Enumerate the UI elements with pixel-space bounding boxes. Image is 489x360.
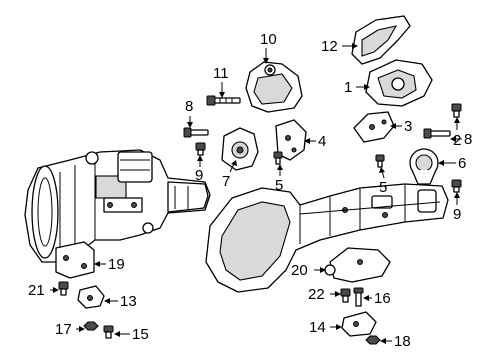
callout-1: 1 (344, 79, 352, 96)
part-9-bolt-right (451, 179, 462, 193)
callout-13: 13 (120, 293, 137, 310)
leader-lines (50, 43, 462, 344)
callout-16: 16 (374, 290, 391, 307)
callout-4: 4 (318, 133, 326, 150)
part-15-bolt (103, 325, 114, 339)
callout-8b: 8 (464, 131, 472, 148)
callout-17: 17 (55, 321, 72, 338)
callout-5-right: 5 (379, 179, 387, 196)
callout-7: 7 (222, 173, 230, 190)
duplicate-callouts: 7 7 7 7 7 7 7 8 9 9 9 (185, 98, 461, 223)
callout-20: 20 (291, 262, 308, 279)
part-9-bolt-left (195, 142, 206, 156)
part-3-bracket (353, 111, 395, 143)
callout-2: 2 (453, 132, 461, 149)
callout-6: 6 (458, 155, 466, 172)
part-19-plate (55, 241, 95, 279)
engine-block-part (24, 149, 211, 263)
part-13-bracket (77, 285, 105, 309)
callout-labels: 10 11 12 1 2 3 8 8 6 9 9 9 9 9 9 9 4 5 5… (28, 31, 472, 350)
callout-12: 12 (321, 38, 338, 55)
part-18-nut (365, 335, 381, 345)
part-5-bolt-right (375, 154, 385, 168)
transmission-part (205, 183, 449, 293)
callout-3: 3 (404, 118, 412, 135)
part-1-mount (365, 59, 433, 107)
part-6-mount (409, 148, 439, 185)
part-12-heat-shield (351, 15, 411, 65)
callout-5-center: 5 (275, 177, 283, 194)
part-11-bolt (206, 95, 241, 106)
part-16-bolt (353, 287, 364, 307)
part-20-bracket (324, 247, 391, 283)
part-21-bolt (58, 281, 69, 296)
callout-15: 15 (132, 326, 149, 343)
callout-19: 19 (108, 256, 125, 273)
callout-11: 11 (213, 65, 229, 82)
callout-9a: 9 (195, 167, 203, 184)
callout-18: 18 (394, 333, 411, 350)
part-14-bracket (341, 311, 377, 337)
callout-10: 10 (260, 31, 277, 48)
part-10-engine-mount (245, 61, 303, 113)
part-5-bolt-center (273, 151, 283, 165)
part-7-insulator (221, 127, 259, 171)
callout-8-main: 8 (185, 98, 193, 115)
part-8-bolt-right (423, 128, 451, 139)
part-8-bolt-left (183, 127, 209, 138)
part-2-bolt (451, 103, 462, 118)
part-17-nut (83, 321, 99, 331)
callout-9-second: 9 (453, 206, 461, 223)
part-22-bolt (340, 288, 351, 303)
callout-22: 22 (308, 286, 325, 303)
callout-14: 14 (309, 319, 326, 336)
callout-21: 21 (28, 282, 45, 299)
